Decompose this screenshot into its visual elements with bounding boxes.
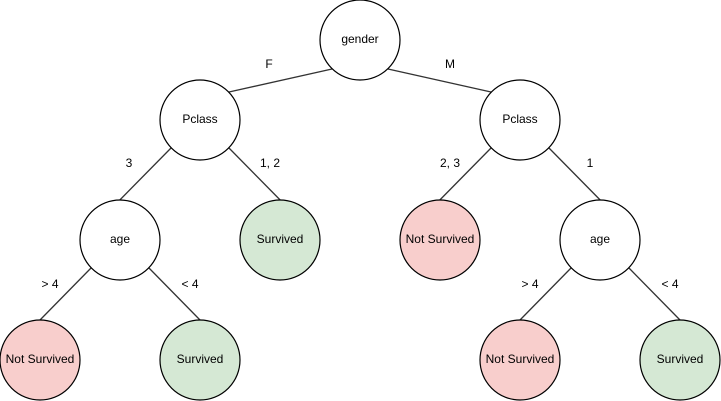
node-age-m: age <box>559 199 641 281</box>
leaf-survived-age-lt4-f-label: Survived <box>177 352 224 366</box>
leaf-survived-age-lt4-m: Survived <box>639 319 721 401</box>
edge-label-age-gt4-f: > 4 <box>41 277 58 291</box>
leaf-not-survived-age-gt4-m-label: Not Survived <box>486 352 555 366</box>
edge-label-pclass-1: 1 <box>587 156 594 170</box>
edge-root-to-pclass-m <box>387 68 492 93</box>
edge-age-m-to-survived <box>627 266 681 321</box>
leaf-not-survived-pclass-2-3: Not Survived <box>399 199 481 281</box>
edge-label-age-lt4-m: < 4 <box>661 277 678 291</box>
leaf-not-survived-age-gt4-f-label: Not Survived <box>6 352 75 366</box>
node-gender-label: gender <box>341 32 378 46</box>
leaf-not-survived-pclass-2-3-label: Not Survived <box>406 232 475 246</box>
edge-root-to-pclass-f <box>228 68 333 93</box>
node-gender: gender <box>319 0 401 81</box>
leaf-not-survived-age-gt4-m: Not Survived <box>479 319 561 401</box>
node-pclass-m-label: Pclass <box>502 112 537 126</box>
edge-label-pclass-2-3: 2, 3 <box>440 156 460 170</box>
edge-age-f-to-not-survived <box>39 266 93 321</box>
node-pclass-f-label: Pclass <box>182 112 217 126</box>
node-age-f-label: age <box>110 232 130 246</box>
leaf-survived-pclass-1-2: Survived <box>239 199 321 281</box>
edge-age-m-to-not-survived <box>519 266 573 321</box>
edge-label-f: F <box>265 57 272 71</box>
leaf-not-survived-age-gt4-f: Not Survived <box>0 319 81 401</box>
edge-label-age-lt4-f: < 4 <box>181 277 198 291</box>
node-pclass-f: Pclass <box>159 79 241 161</box>
leaf-survived-age-lt4-f: Survived <box>159 319 241 401</box>
edge-label-pclass-1-2: 1, 2 <box>260 156 280 170</box>
edge-label-m: M <box>445 57 455 71</box>
node-age-m-label: age <box>590 232 610 246</box>
node-age-f: age <box>79 199 161 281</box>
leaf-survived-age-lt4-m-label: Survived <box>657 352 704 366</box>
edge-age-f-to-survived <box>147 266 201 321</box>
leaf-survived-pclass-1-2-label: Survived <box>257 232 304 246</box>
edge-label-pclass-3: 3 <box>126 156 133 170</box>
edge-label-age-gt4-m: > 4 <box>521 277 538 291</box>
node-pclass-m: Pclass <box>479 79 561 161</box>
